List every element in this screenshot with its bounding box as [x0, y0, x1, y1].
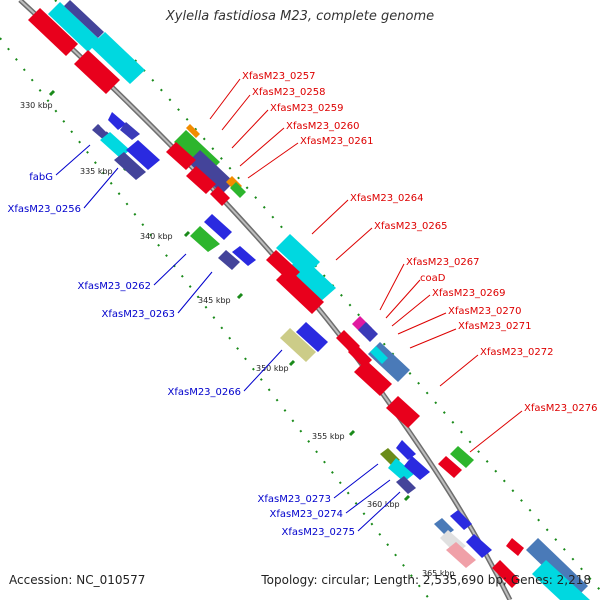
gene-block [388, 458, 414, 482]
kbp-scale: 330 kbp 335 kbp 340 kbp 345 kbp 350 kbp … [20, 101, 455, 578]
gene-label-forward: XfasM23_0272 [480, 347, 554, 358]
gene-label-forward: XfasM23_0267 [406, 257, 480, 268]
gene-block [190, 226, 220, 252]
kbp-label: 335 kbp [80, 167, 113, 176]
kbp-label: 345 kbp [198, 296, 231, 305]
reverse-gene-label-texts: fabG XfasM23_0256 XfasM23_0262 XfasM23_0… [7, 172, 355, 538]
gene-block [120, 122, 140, 140]
reverse-gene-blocks [92, 112, 492, 568]
gene-block [126, 140, 160, 170]
kbp-label: 365 kbp [422, 569, 455, 578]
gene-block [404, 456, 430, 480]
gene-label-reverse: XfasM23_0263 [101, 309, 175, 320]
kbp-label: 340 kbp [140, 232, 173, 241]
reverse-gene-labels [55, 144, 401, 532]
gene-label-forward: XfasM23_0276 [524, 403, 598, 414]
gene-block [386, 396, 420, 428]
gene-block [218, 250, 240, 270]
gene-block [230, 182, 246, 198]
gene-block [48, 2, 100, 52]
gene-block [28, 8, 78, 56]
gene-block [526, 538, 588, 598]
gene-block [446, 542, 476, 568]
gene-block [232, 246, 256, 266]
gene-label-forward: XfasM23_0260 [286, 121, 360, 132]
gene-block [286, 256, 336, 302]
gene-block [370, 346, 388, 364]
kbp-label: 330 kbp [20, 101, 53, 110]
gene-label-forward: XfasM23_0264 [350, 193, 424, 204]
gene-block [466, 534, 492, 558]
gene-label-reverse: fabG [29, 172, 53, 183]
gene-block [186, 124, 200, 138]
gene-block [492, 560, 520, 588]
gene-block [210, 186, 230, 206]
gene-block [166, 142, 196, 170]
gene-block [450, 446, 474, 468]
gene-block [186, 166, 216, 194]
gene-label-forward: XfasM23_0265 [374, 221, 448, 232]
gene-label-forward: XfasM23_0259 [270, 103, 344, 114]
gene-label-reverse: XfasM23_0274 [269, 509, 343, 520]
topology-text: Topology: circular; Length: 2,535,690 bp… [261, 573, 591, 587]
gene-block [90, 32, 145, 84]
gene-block [438, 456, 462, 478]
gene-label-forward: XfasM23_0270 [448, 306, 522, 317]
gene-label-forward: XfasM23_0261 [300, 136, 374, 147]
gene-block [108, 112, 126, 130]
gene-block [296, 322, 328, 352]
gene-label-reverse: XfasM23_0262 [77, 281, 151, 292]
gene-block [280, 328, 316, 362]
gene-block [396, 476, 416, 494]
forward-gene-blocks [28, 0, 590, 600]
tick-track-inner [0, 37, 431, 600]
gene-block [358, 322, 378, 342]
gene-block [450, 510, 472, 530]
gene-label-forward: XfasM23_0257 [242, 71, 316, 82]
gene-label-reverse: XfasM23_0256 [7, 204, 81, 215]
accession-text: Accession: NC_010577 [9, 573, 146, 587]
gene-label-forward: XfasM23_0271 [458, 321, 532, 332]
gene-block [100, 122, 110, 132]
gene-label-reverse: XfasM23_0266 [167, 387, 241, 398]
kbp-label: 350 kbp [256, 364, 289, 373]
gene-block [74, 50, 120, 94]
gene-label-forward: XfasM23_0269 [432, 288, 506, 299]
gene-label-reverse: XfasM23_0273 [257, 494, 331, 505]
forward-gene-labels [209, 78, 523, 453]
gene-label-reverse: XfasM23_0275 [281, 527, 355, 538]
gene-label-forward: XfasM23_0258 [252, 87, 326, 98]
forward-gene-label-texts: XfasM23_0257 XfasM23_0258 XfasM23_0259 X… [242, 71, 598, 414]
gene-block [64, 0, 104, 38]
gene-block [276, 268, 324, 314]
kbp-label: 360 kbp [367, 500, 400, 509]
kbp-label: 355 kbp [312, 432, 345, 441]
gene-label-forward: coaD [420, 273, 446, 284]
gene-block [506, 538, 524, 556]
gene-block [204, 214, 232, 240]
gene-block [114, 152, 146, 180]
gene-block [532, 560, 590, 600]
gene-block [100, 132, 130, 158]
gene-block [188, 150, 234, 194]
map-title: Xylella fastidiosa M23, complete genome [165, 9, 435, 24]
gene-block [396, 440, 416, 460]
gene-block [354, 360, 392, 396]
